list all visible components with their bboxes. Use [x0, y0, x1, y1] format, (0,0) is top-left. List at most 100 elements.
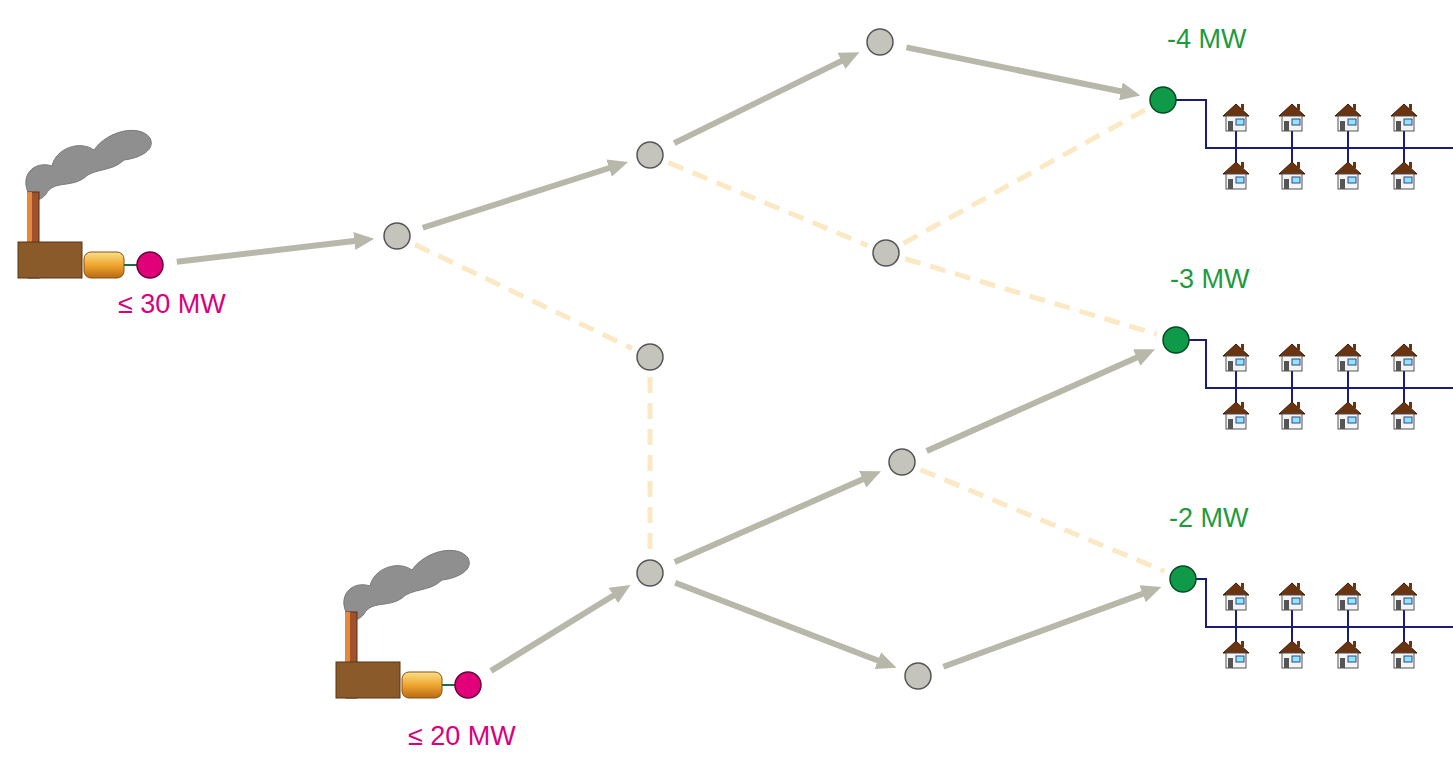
dashed-line — [648, 377, 653, 553]
power-plant — [18, 130, 151, 278]
service-drop — [1235, 388, 1237, 402]
service-drop — [1403, 148, 1405, 162]
service-drop — [1403, 388, 1405, 402]
service-drop — [1235, 148, 1237, 162]
demand-label: -4 MW — [1167, 24, 1246, 54]
node-circle — [888, 448, 916, 476]
bus-node — [872, 239, 900, 267]
house-groups — [1163, 100, 1453, 668]
house-icon — [1391, 641, 1417, 668]
dashed-line — [920, 470, 1164, 572]
generator-node: ≤ 20 MW — [454, 671, 482, 699]
flow-arrow — [491, 594, 615, 670]
node-dot — [637, 344, 663, 370]
node-circle — [636, 343, 664, 371]
flow-arrow — [674, 60, 843, 143]
house-icon — [1223, 402, 1249, 429]
load-node: -4 MW — [1149, 86, 1177, 114]
node-dot — [905, 663, 931, 689]
house-icon — [1391, 104, 1417, 131]
demand-label: -2 MW — [1169, 503, 1248, 533]
service-drop — [1235, 131, 1237, 148]
node-circle — [383, 222, 411, 250]
demand-label: -3 MW — [1170, 264, 1249, 294]
flow-arrow — [906, 47, 1122, 91]
dashed-line — [905, 259, 1157, 335]
service-drop — [1291, 627, 1293, 641]
node-circle — [872, 239, 900, 267]
house-icon — [1279, 641, 1305, 668]
service-drop — [1347, 131, 1349, 148]
house-icon — [1335, 402, 1361, 429]
house-icon — [1335, 583, 1361, 610]
bus-node — [904, 662, 932, 690]
service-drop — [1291, 131, 1293, 148]
service-drop — [1235, 627, 1237, 641]
house-icon — [1223, 344, 1249, 371]
house-icon — [1223, 583, 1249, 610]
bus-node — [383, 222, 411, 250]
node-dot — [873, 240, 899, 266]
node-dot — [637, 142, 663, 168]
flow-arrow — [927, 357, 1139, 451]
load-node: -2 MW — [1169, 565, 1197, 593]
flow-arrow — [177, 241, 356, 262]
bus-node — [636, 141, 664, 169]
feeder-line — [1183, 579, 1453, 627]
dashed-line — [415, 245, 632, 349]
node-dot — [1163, 327, 1189, 353]
service-drop — [1291, 371, 1293, 388]
house-icon — [1223, 104, 1249, 131]
bus-node — [636, 343, 664, 371]
dashed-line — [668, 163, 867, 246]
node-dot — [455, 672, 481, 698]
node-dot — [1150, 87, 1176, 113]
service-drop — [1347, 388, 1349, 402]
node-circle — [136, 251, 164, 279]
node-circle — [904, 662, 932, 690]
capacity-label: ≤ 20 MW — [408, 721, 516, 751]
node-circle — [866, 28, 894, 56]
node-dot — [137, 252, 163, 278]
service-drop — [1347, 627, 1349, 641]
flow-arrow — [675, 479, 865, 563]
node-dot — [867, 29, 893, 55]
bus-node — [636, 559, 664, 587]
node-circle — [454, 671, 482, 699]
house-icon — [1391, 344, 1417, 371]
service-drop — [1235, 371, 1237, 388]
node-circle — [636, 141, 664, 169]
service-drop — [1291, 148, 1293, 162]
feeder-line — [1163, 100, 1453, 148]
service-drop — [1347, 371, 1349, 388]
dashed-line — [904, 110, 1146, 244]
node-circle — [1149, 86, 1177, 114]
power-plant — [336, 550, 469, 698]
bus-node — [888, 448, 916, 476]
flow-arrow — [675, 583, 880, 662]
node-dot — [384, 223, 410, 249]
house-icon — [1279, 402, 1305, 429]
service-drop — [1347, 610, 1349, 627]
house-icon — [1335, 641, 1361, 668]
node-circle — [636, 559, 664, 587]
house-icon — [1279, 162, 1305, 189]
house-icon — [1279, 104, 1305, 131]
service-drop — [1291, 610, 1293, 627]
house-icon — [1391, 402, 1417, 429]
house-icon — [1335, 162, 1361, 189]
house-icon — [1391, 583, 1417, 610]
node-dot — [889, 449, 915, 475]
generator-node: ≤ 30 MW — [136, 251, 164, 279]
node-circle — [1169, 565, 1197, 593]
house-icon — [1279, 583, 1305, 610]
load-node: -3 MW — [1162, 326, 1190, 354]
house-icon — [1223, 641, 1249, 668]
node-dot — [1170, 566, 1196, 592]
service-drop — [1403, 627, 1405, 641]
service-drop — [1235, 610, 1237, 627]
service-drop — [1347, 148, 1349, 162]
flow-arrow — [943, 593, 1144, 667]
node-dot — [637, 560, 663, 586]
